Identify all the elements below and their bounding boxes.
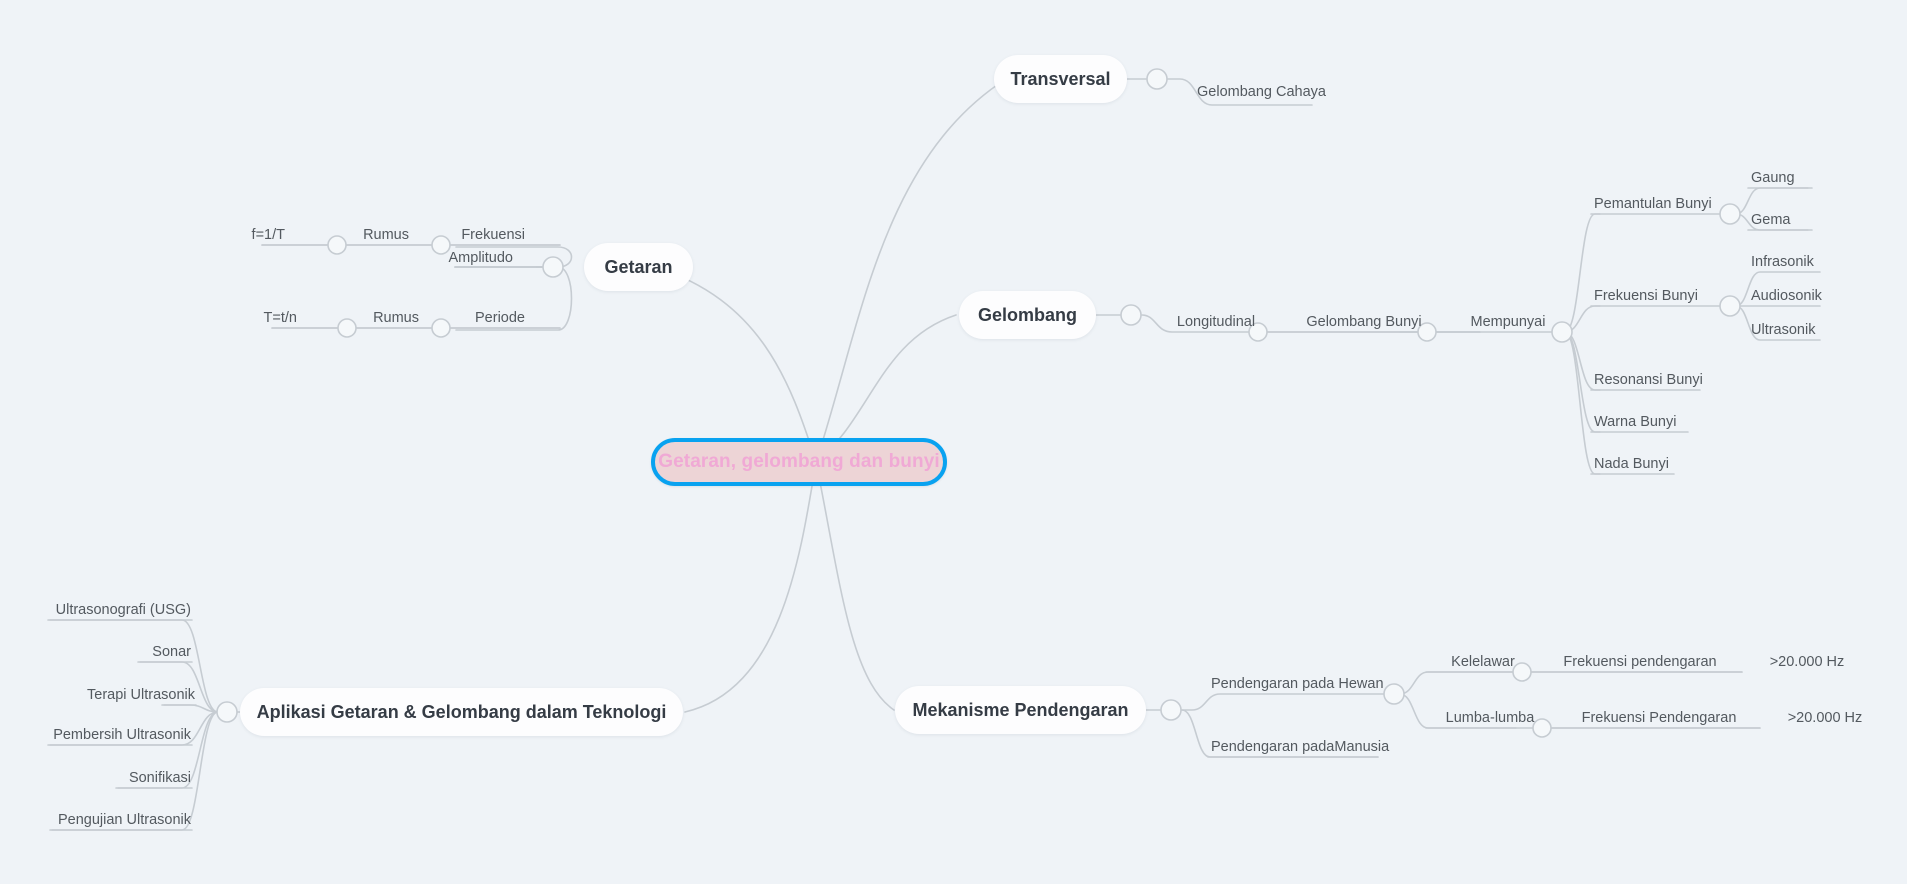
node-gelombang[interactable]: Gelombang [959,291,1096,339]
node-sonar-label: Sonar [152,644,191,660]
node-gelombang-cahaya-label: Gelombang Cahaya [1197,84,1326,100]
junction-dot [1146,68,1168,90]
node-lumba-lumba-label: Lumba-lumba [1445,710,1535,726]
node-pemantulan-bunyi-label: Pemantulan Bunyi [1594,196,1712,212]
node-amplitudo[interactable]: Amplitudo [366,226,516,268]
node-rumus-periode[interactable]: Rumus [282,286,422,328]
node-frekuensi-label: Frekuensi [461,227,525,243]
node-terapi-ultrasonik-label: Terapi Ultrasonik [87,687,195,703]
node-mempunyai[interactable]: Mempunyai [1440,290,1576,332]
node-gelombang-bunyi[interactable]: Gelombang Bunyi [1276,290,1452,332]
node-resonansi-bunyi[interactable]: Resonansi Bunyi [1591,348,1771,390]
node-warna-bunyi[interactable]: Warna Bunyi [1591,390,1751,432]
node-transversal[interactable]: Transversal [994,55,1127,103]
node-frekuensi-bunyi-label: Frekuensi Bunyi [1594,288,1698,304]
node-audiosonik-label: Audiosonik [1751,288,1822,304]
node-periode-label: Periode [475,310,525,326]
node-pengujian-ultrasonik-label: Pengujian Ultrasonik [58,812,191,828]
node-nada-bunyi[interactable]: Nada Bunyi [1591,432,1741,474]
node-pendengaran-hewan-label: Pendengaran pada Hewan [1211,676,1384,692]
node-usg-label: Ultrasonografi (USG) [55,602,191,618]
node-frekuensi-pendengaran-lumba-label: Frekuensi Pendengaran [1581,710,1737,726]
node-warna-bunyi-label: Warna Bunyi [1594,414,1677,430]
node-getaran[interactable]: Getaran [584,243,693,291]
node-periode[interactable]: Periode [388,286,528,328]
node-infrasonik-label: Infrasonik [1751,254,1814,270]
junction-dot [1160,699,1182,721]
node-gelombang-bunyi-label: Gelombang Bunyi [1306,314,1422,330]
node-hz-kelelawar-label: >20.000 Hz [1769,654,1845,670]
root-node[interactable]: Getaran, gelombang dan bunyi [651,438,947,486]
node-nada-bunyi-label: Nada Bunyi [1594,456,1669,472]
node-longitudinal-label: Longitudinal [1176,314,1256,330]
node-frekuensi-pendengaran-kelelawar[interactable]: Frekuensi pendengaran [1540,630,1740,672]
node-aplikasi-label: Aplikasi Getaran & Gelombang dalam Tekno… [256,701,667,722]
node-rumus-frekuensi-label: Rumus [363,227,409,243]
node-formula-periode[interactable]: T=t/n [200,286,300,328]
node-gema[interactable]: Gema [1748,188,1858,230]
node-pemantulan-bunyi[interactable]: Pemantulan Bunyi [1591,172,1771,214]
node-transversal-label: Transversal [1010,68,1111,89]
node-hz-kelelawar[interactable]: >20.000 Hz [1742,630,1872,672]
node-formula-frekuensi-label: f=1/T [251,227,285,243]
node-gelombang-label: Gelombang [978,304,1078,325]
node-rumus-frekuensi[interactable]: Rumus [272,203,412,245]
root-node-label: Getaran, gelombang dan bunyi [658,451,940,472]
junction-dot [542,256,564,278]
link-mek-hewan [1181,693,1387,711]
node-gelombang-cahaya[interactable]: Gelombang Cahaya [1194,58,1374,102]
link-root-getaran [654,266,817,463]
node-mekanisme[interactable]: Mekanisme Pendengaran [895,686,1146,734]
node-frekuensi[interactable]: Frekuensi [388,203,528,245]
node-kelelawar-label: Kelelawar [1451,654,1515,670]
node-mekanisme-label: Mekanisme Pendengaran [912,699,1129,720]
link-root-transversal [815,78,1007,463]
node-kelelawar[interactable]: Kelelawar [1428,630,1538,672]
node-hz-lumba-label: >20.000 Hz [1787,710,1863,726]
node-pembersih-ultrasonik-label: Pembersih Ultrasonik [53,727,191,743]
node-sonifikasi-label: Sonifikasi [128,770,191,786]
node-pengujian-ultrasonik[interactable]: Pengujian Ultrasonik [40,788,194,830]
node-formula-periode-label: T=t/n [263,310,297,326]
node-formula-frekuensi[interactable]: f=1/T [190,203,288,245]
node-frekuensi-pendengaran-kelelawar-label: Frekuensi pendengaran [1563,654,1717,670]
node-gema-label: Gema [1751,212,1791,228]
node-ultrasonik-frek-label: Ultrasonik [1751,322,1816,338]
node-amplitudo-label: Amplitudo [448,250,513,266]
node-terapi-ultrasonik[interactable]: Terapi Ultrasonik [52,663,198,705]
node-resonansi-bunyi-label: Resonansi Bunyi [1594,372,1703,388]
node-usg[interactable]: Ultrasonografi (USG) [38,578,194,620]
node-hz-lumba[interactable]: >20.000 Hz [1760,686,1890,728]
node-getaran-label: Getaran [604,256,673,277]
node-lumba-lumba[interactable]: Lumba-lumba [1428,686,1552,728]
node-sonifikasi[interactable]: Sonifikasi [62,746,194,788]
node-aplikasi[interactable]: Aplikasi Getaran & Gelombang dalam Tekno… [240,688,683,736]
node-ultrasonik-frek[interactable]: Ultrasonik [1748,298,1872,340]
node-gaung[interactable]: Gaung [1748,146,1858,188]
node-mempunyai-label: Mempunyai [1470,314,1546,330]
node-longitudinal[interactable]: Longitudinal [1154,290,1278,332]
node-audiosonik[interactable]: Audiosonik [1748,264,1872,306]
node-pembersih-ultrasonik[interactable]: Pembersih Ultrasonik [38,703,194,745]
node-frekuensi-pendengaran-lumba[interactable]: Frekuensi Pendengaran [1556,686,1762,728]
node-rumus-periode-label: Rumus [373,310,419,326]
link-root-mekanisme [815,461,895,711]
node-infrasonik[interactable]: Infrasonik [1748,230,1872,272]
node-pendengaran-manusia[interactable]: Pendengaran padaManusia [1208,715,1424,757]
node-pendengaran-hewan[interactable]: Pendengaran pada Hewan [1208,652,1408,694]
node-sonar[interactable]: Sonar [82,620,194,662]
junction-dot [1120,304,1142,326]
node-frekuensi-bunyi[interactable]: Frekuensi Bunyi [1591,264,1761,306]
node-gaung-label: Gaung [1751,170,1795,186]
junction-dot [216,701,238,723]
link-root-aplikasi [684,461,817,713]
node-pendengaran-manusia-label: Pendengaran padaManusia [1211,739,1390,755]
